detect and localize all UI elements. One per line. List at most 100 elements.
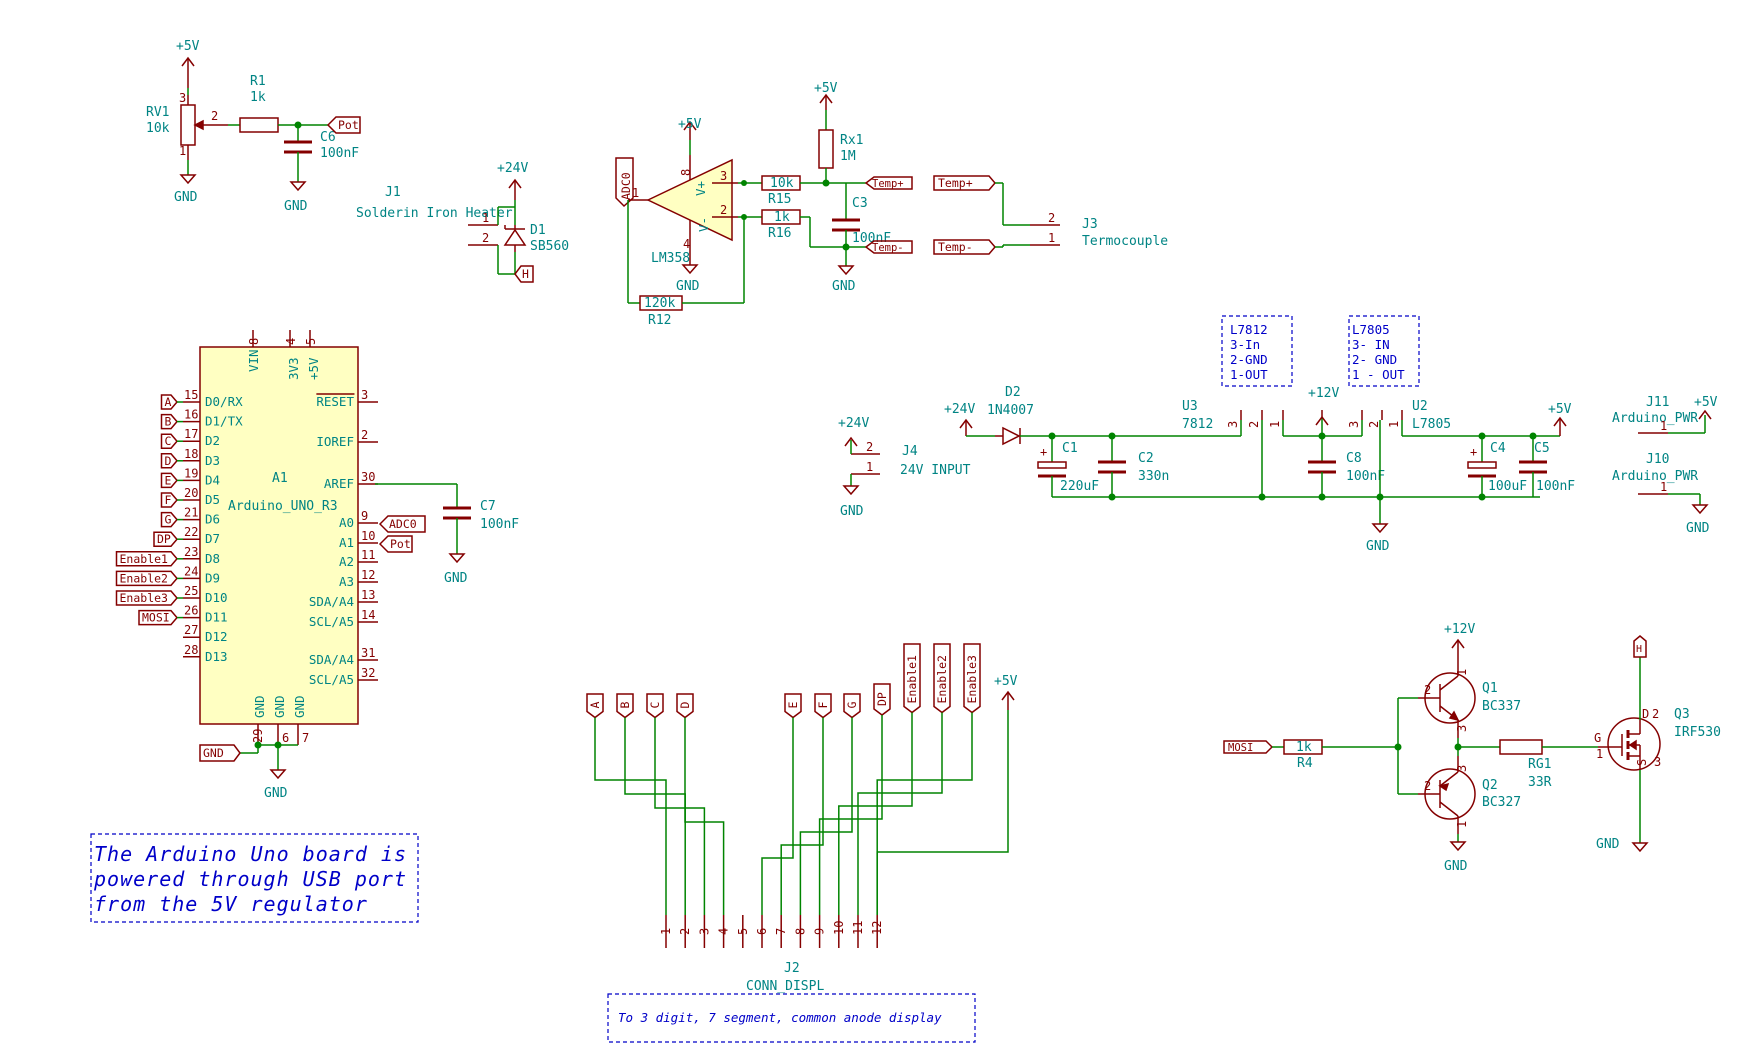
rx1-body	[818, 129, 834, 169]
pin-number: 3	[179, 91, 186, 105]
svg-text:from the 5V regulator: from the 5V regulator	[94, 892, 368, 916]
rv1-value: 10k	[146, 121, 170, 136]
pin-name: D8	[205, 551, 220, 566]
net-label-c	[646, 693, 664, 719]
c7-value: 100nF	[480, 517, 519, 532]
svg-text:1: 1	[866, 460, 873, 474]
svg-text:+5V: +5V	[1548, 402, 1572, 417]
svg-text:4: 4	[284, 338, 298, 345]
svg-text:3: 3	[720, 169, 727, 183]
pin-number: 13	[361, 588, 375, 602]
svg-text:+: +	[1040, 445, 1047, 459]
svg-text:1: 1	[1660, 480, 1667, 494]
c1-value: 220uF	[1060, 479, 1099, 494]
svg-text:1: 1	[659, 928, 673, 935]
svg-text:E: E	[786, 702, 800, 709]
net-label-c	[160, 433, 178, 449]
svg-text:+5V: +5V	[1694, 395, 1718, 410]
j4-value: 24V INPUT	[900, 463, 971, 478]
pin-name: D13	[205, 649, 228, 664]
svg-text:G: G	[165, 513, 172, 527]
svg-text:A: A	[588, 702, 602, 709]
c6-ref: C6	[320, 130, 336, 145]
j11-value: Arduino_PWR	[1612, 411, 1698, 426]
svg-text:Enable2: Enable2	[120, 571, 168, 585]
pin-number: 22	[184, 525, 198, 539]
pin-name: RESET	[316, 394, 354, 409]
pin-name: D3	[205, 453, 220, 468]
svg-text:Enable3: Enable3	[120, 591, 169, 605]
c1-ref: C1	[1062, 441, 1078, 456]
svg-text:C: C	[648, 702, 662, 709]
svg-text:12: 12	[870, 921, 884, 935]
svg-text:Enable2: Enable2	[935, 655, 949, 703]
svg-text:29: 29	[251, 729, 265, 743]
svg-text:5: 5	[736, 928, 750, 935]
svg-text:G: G	[845, 702, 859, 709]
net-label-g	[843, 693, 861, 719]
svg-text:4: 4	[683, 237, 690, 251]
net-label-dp	[873, 683, 891, 716]
pin-number: 24	[184, 564, 198, 578]
j1-value: Solderin Iron Heater	[356, 206, 513, 221]
u3-value: 7812	[1182, 417, 1213, 432]
pin-number: 15	[184, 388, 198, 402]
svg-text:3: 3	[1455, 765, 1469, 772]
pot-label	[326, 116, 361, 134]
net-label-enable2	[115, 570, 178, 587]
svg-text:GND: GND	[676, 279, 700, 294]
pin-name: D12	[205, 629, 228, 644]
c2-ref: C2	[1138, 451, 1154, 466]
rg1-body	[1499, 739, 1543, 755]
svg-text:E: E	[165, 473, 172, 487]
rv1-body	[180, 104, 196, 146]
q3-value: IRF530	[1674, 725, 1721, 740]
r15-value: 10k	[770, 176, 794, 191]
d1-ref: D1	[530, 223, 546, 238]
q2-ref: Q2	[1482, 778, 1498, 793]
svg-text:2: 2	[1424, 779, 1431, 793]
c6-value: 100nF	[320, 146, 359, 161]
r15-ref: R15	[768, 192, 791, 207]
pin-name: D11	[205, 610, 228, 625]
net-label-f	[160, 492, 178, 508]
svg-text:+5V: +5V	[306, 357, 321, 380]
rg1-ref: RG1	[1528, 757, 1551, 772]
svg-text:MOSI: MOSI	[1228, 742, 1253, 754]
j3-section: Temp+ Temp- 2 1 J3 Termocouple	[933, 175, 1168, 255]
u3-ref: U3	[1182, 399, 1198, 414]
rv1-ref: RV1	[146, 105, 169, 120]
pin-number: 27	[184, 623, 198, 637]
pin-number: 18	[184, 447, 198, 461]
pin-number: 1	[179, 144, 186, 158]
gnd-label: GND	[284, 199, 308, 214]
svg-text:GND: GND	[832, 279, 856, 294]
svg-text:4: 4	[717, 928, 731, 935]
svg-text:GND: GND	[1444, 859, 1468, 874]
arduino-body	[199, 346, 359, 725]
d2-ref: D2	[1005, 385, 1021, 400]
svg-text:H: H	[1636, 644, 1642, 655]
temp-minus-label	[864, 240, 913, 254]
svg-text:H: H	[522, 267, 529, 281]
net-label-f	[814, 693, 832, 719]
pin-name: A3	[339, 574, 354, 589]
a1-value: Arduino_UNO_R3	[228, 499, 338, 514]
pin-number: 19	[184, 466, 198, 480]
svg-text:The Arduino Uno board is: The Arduino Uno board is	[94, 842, 407, 866]
svg-text:2: 2	[678, 928, 692, 935]
svg-text:ADC0: ADC0	[389, 517, 417, 531]
c8-value: 100nF	[1346, 469, 1385, 484]
svg-text:6: 6	[282, 731, 289, 745]
svg-text:2: 2	[866, 440, 873, 454]
j3-value: Termocouple	[1082, 234, 1168, 249]
svg-text:3: 3	[1347, 421, 1361, 428]
svg-text:GND: GND	[1596, 837, 1620, 852]
svg-text:ADC0: ADC0	[619, 172, 633, 200]
gnd-symbol: GND	[174, 174, 198, 205]
svg-text:2: 2	[1424, 683, 1431, 697]
